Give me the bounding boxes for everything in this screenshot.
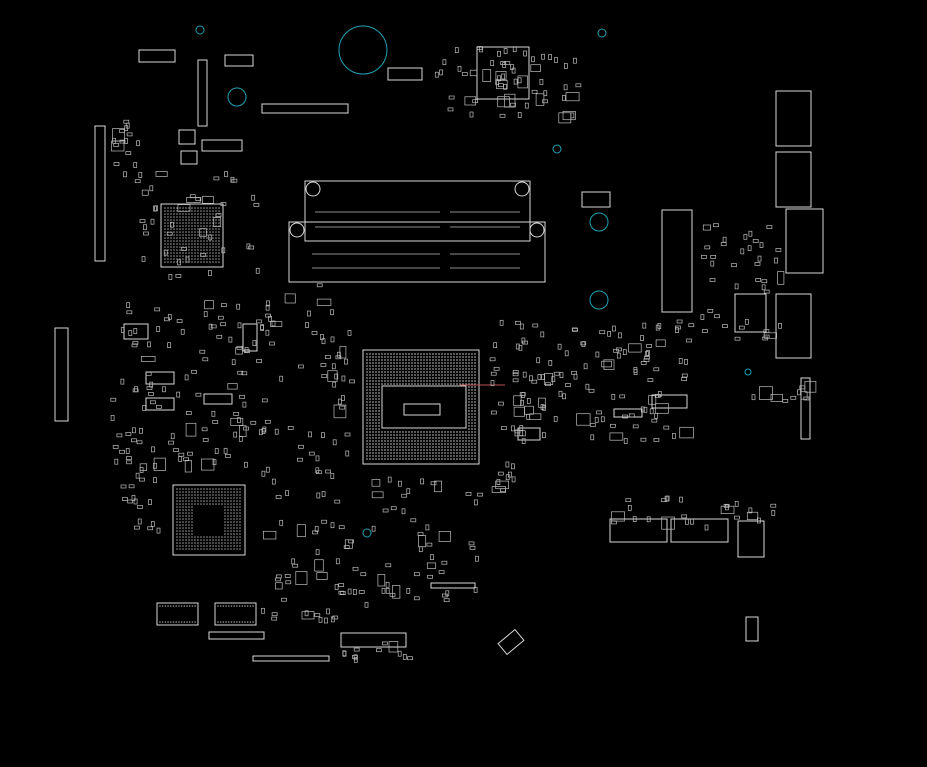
port-connector xyxy=(775,90,812,147)
connector xyxy=(340,632,407,648)
ic-chip xyxy=(734,293,767,333)
mounting-hole xyxy=(227,87,247,107)
cpu-pin-grid xyxy=(366,353,476,460)
via-hole xyxy=(362,528,372,538)
memory-slots xyxy=(288,180,546,283)
component xyxy=(517,427,541,441)
slot-latch xyxy=(305,181,321,197)
cpu-die xyxy=(381,385,467,429)
component xyxy=(180,150,198,165)
connector xyxy=(387,67,423,81)
connector-bottom xyxy=(252,655,330,662)
connector-edge-left xyxy=(54,327,69,422)
mounting-holes xyxy=(195,25,752,538)
port-connector xyxy=(785,208,824,274)
component xyxy=(651,394,688,409)
via-hole xyxy=(597,28,607,38)
component xyxy=(613,408,643,418)
bga-chip-outline xyxy=(160,203,224,268)
top-center-components xyxy=(387,46,530,100)
port-connector xyxy=(775,151,812,208)
connector-edge-right xyxy=(800,377,811,440)
via-hole xyxy=(552,144,562,154)
cpu-socket-outline xyxy=(362,349,480,465)
connector xyxy=(609,518,668,543)
connector-edge-left xyxy=(94,125,106,262)
left-side-connectors xyxy=(54,323,258,422)
component xyxy=(737,520,765,558)
component xyxy=(178,129,196,145)
connector xyxy=(201,139,243,152)
bga-ball-grid xyxy=(176,488,241,550)
top-left-connectors xyxy=(94,49,349,262)
memory-chips xyxy=(156,602,330,662)
mini-pcie-slot xyxy=(661,209,693,313)
mounting-hole xyxy=(589,290,609,310)
connector xyxy=(430,582,476,589)
connector-vertical xyxy=(197,59,208,127)
cpu-label-box xyxy=(403,403,441,416)
component xyxy=(123,323,149,340)
connector xyxy=(138,49,176,63)
component xyxy=(203,393,233,405)
right-center-components xyxy=(517,394,688,441)
slot-latch xyxy=(289,222,305,238)
cpu-socket xyxy=(362,349,505,465)
component xyxy=(581,191,611,208)
connector xyxy=(224,54,254,67)
component xyxy=(145,371,175,385)
component xyxy=(145,397,175,411)
memory-chip xyxy=(214,602,257,626)
dimm-slot-2 xyxy=(288,221,546,283)
right-side-connectors xyxy=(581,90,824,440)
memory-chip xyxy=(156,602,199,626)
component xyxy=(242,323,258,352)
via-hole xyxy=(195,25,205,35)
port-connector xyxy=(775,293,812,359)
component xyxy=(745,616,759,642)
connector xyxy=(261,103,349,114)
bottom-right-connectors xyxy=(340,518,765,656)
slot-latch xyxy=(514,181,530,197)
connector xyxy=(208,631,265,640)
dimm-slot-1 xyxy=(304,180,531,242)
slot-latch xyxy=(529,222,545,238)
component-rotated xyxy=(497,628,525,656)
mounting-hole xyxy=(589,212,609,232)
bga-chip-bottom-left xyxy=(172,484,246,556)
connector xyxy=(670,518,729,543)
ic-chip-top xyxy=(476,46,530,100)
via-hole xyxy=(744,368,752,376)
passive-components xyxy=(110,46,817,663)
mounting-hole-large xyxy=(338,25,388,75)
bga-chip-outline xyxy=(172,484,246,556)
